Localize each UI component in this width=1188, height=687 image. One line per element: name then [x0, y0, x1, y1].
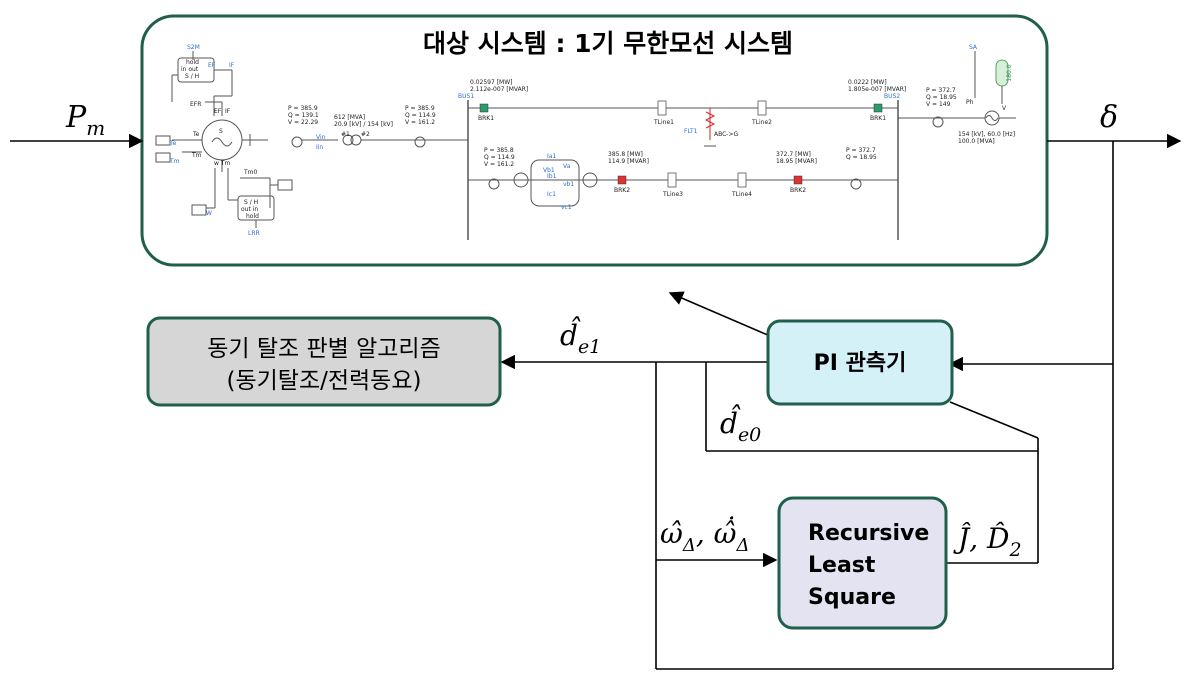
- signal-de1: d̂e1: [560, 317, 601, 358]
- tline3: TLine3: [662, 191, 683, 198]
- signal-pm: Pm: [65, 100, 105, 140]
- label-hold-top: hold: [186, 59, 199, 66]
- label-tm: Tm: [191, 152, 202, 159]
- system-title: 대상 시스템 : 1기 무한모선 시스템: [423, 29, 793, 58]
- rls-line3: Square: [808, 585, 896, 610]
- oos-line2: (동기탈조/전력동요): [227, 368, 422, 394]
- brk2-left: BRK2: [614, 187, 630, 194]
- label-if-mid: IF: [225, 108, 231, 115]
- brk1-right: BRK1: [870, 115, 886, 122]
- label-s2m: S2M: [187, 44, 200, 51]
- label-ib1: Ib1: [547, 173, 557, 180]
- xfmr-w1: #1: [341, 131, 350, 138]
- rls-line2: Least: [808, 553, 876, 578]
- label-abc: ABC->G: [714, 131, 738, 138]
- tline1: TLine1: [653, 119, 674, 126]
- signal-omega: ω̂Δ, ω̂̇Δ: [660, 516, 750, 556]
- xfmr-w2: #2: [361, 131, 370, 138]
- rls-block: [777, 496, 948, 630]
- label-vin: Vin: [316, 134, 326, 141]
- label-ic1: Ic1: [547, 191, 556, 198]
- label-sh-top: S / H: [185, 73, 199, 80]
- label-w-tm: w Tm: [214, 160, 230, 167]
- label-tm-src: Tm: [169, 158, 180, 165]
- label-efr: EFR: [190, 101, 201, 108]
- label-flt: FLT1: [684, 128, 698, 135]
- label-out-in-bot: out in: [241, 206, 258, 213]
- pi-observer-block: [766, 319, 954, 406]
- oos-line1: 동기 탈조 판별 알고리즘: [207, 336, 441, 362]
- label-in-out-top: in out: [181, 66, 199, 73]
- signal-jd: Ĵ, D̂2: [953, 522, 1022, 561]
- flow3: 372.7 [MW]18.95 [MVAR]: [776, 151, 817, 165]
- label-v-thr: 180.0: [1006, 64, 1013, 81]
- label-iin: Iin: [316, 144, 323, 151]
- source-rating: 154 [kV], 60.0 [Hz]100.0 [MVA]: [958, 131, 1015, 145]
- label-ef-mid: EF: [214, 108, 222, 115]
- generator-icon: [201, 119, 243, 161]
- tline2: TLine2: [751, 119, 772, 126]
- label-ef-top: EF: [208, 62, 216, 69]
- oos-algorithm-block: [146, 316, 502, 407]
- label-if-top: IF: [229, 62, 235, 69]
- label-bus1: BUS1: [458, 93, 474, 100]
- label-tm0: Tm0: [243, 169, 258, 176]
- label-va: Va: [563, 163, 571, 170]
- tline4: TLine4: [731, 191, 752, 198]
- label-vb1b: vb1: [563, 181, 574, 188]
- adaptation-arrow: [668, 291, 771, 337]
- label-gen: S: [219, 128, 223, 135]
- rls-line1: Recursive: [808, 521, 929, 546]
- flow2: 385.8 [MW]114.9 [MVAR]: [608, 151, 649, 165]
- label-te: Te: [192, 131, 200, 138]
- label-lrr: LRR: [248, 230, 260, 237]
- label-sa: SA: [969, 44, 978, 51]
- brk1-left: BRK1: [478, 115, 494, 122]
- signal-delta: δ: [1100, 100, 1118, 135]
- xfmr-rating: 612 [MVA]20.9 [kV] / 154 [kV]: [334, 114, 393, 128]
- pi-observer-label: PI 관측기: [814, 351, 907, 376]
- bus2-flow: 0.0222 [MW]1.805e-007 [MVAR]: [848, 79, 906, 93]
- label-vb1: Vb1: [543, 167, 555, 174]
- label-v: V: [1002, 105, 1007, 112]
- power-system-schematic: S2M hold in out S / H EF IF EFR EF IF S …: [155, 44, 1016, 240]
- jd-diagonal: [949, 401, 1039, 439]
- label-vc1: vc1: [561, 204, 572, 211]
- label-ph: Ph: [966, 99, 974, 106]
- label-ia1: Ia1: [547, 153, 556, 160]
- label-w-src: W: [206, 210, 212, 217]
- label-bus2: BUS2: [884, 93, 900, 100]
- signal-de0: d̂e0: [720, 405, 761, 446]
- label-te-src: Te: [169, 140, 177, 147]
- label-sh-bot: S / H: [244, 199, 258, 206]
- brk2-right: BRK2: [790, 187, 806, 194]
- bus1-flow: 0.02597 [MW]2.112e-007 [MVAR]: [470, 79, 528, 93]
- label-hold-bot: hold: [246, 213, 259, 220]
